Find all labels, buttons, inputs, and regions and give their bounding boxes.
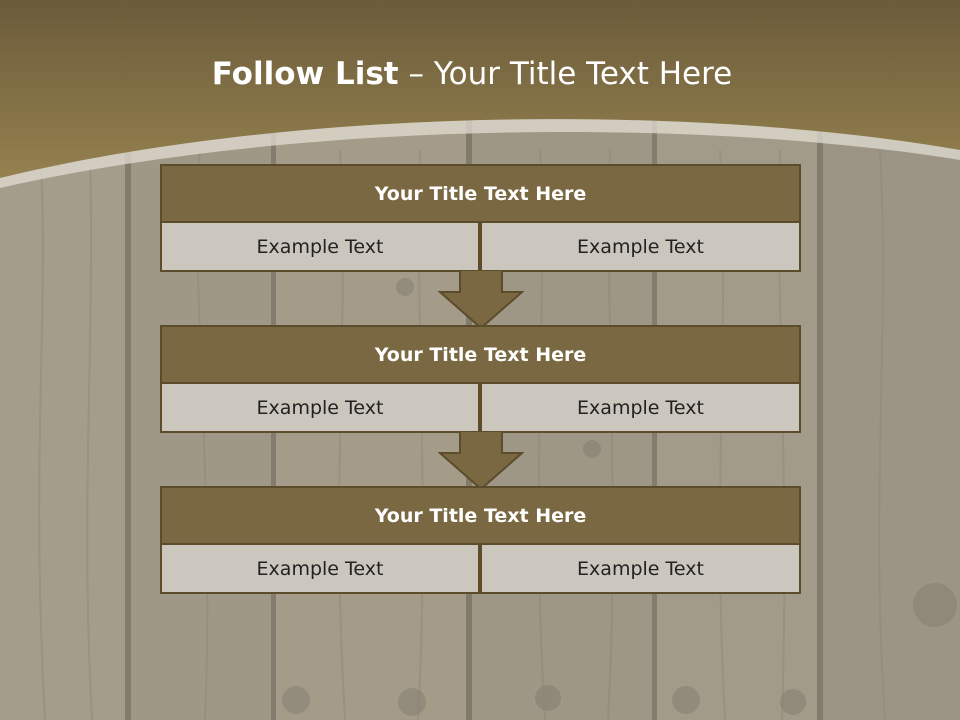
slide-title: Follow List – Your Title Text Here — [0, 52, 944, 96]
block-cell-right: Example Text — [480, 382, 801, 433]
list-block-2: Your Title Text Here Example Text Exampl… — [160, 325, 801, 433]
block-title: Your Title Text Here — [160, 164, 801, 223]
block-cell-right: Example Text — [480, 543, 801, 594]
slide-title-bold: Follow List — [211, 56, 399, 92]
block-cell-right: Example Text — [480, 221, 801, 272]
block-cell-left: Example Text — [160, 543, 480, 594]
list-block-3: Your Title Text Here Example Text Exampl… — [160, 486, 801, 594]
block-cell-left: Example Text — [160, 221, 480, 272]
block-cell-left: Example Text — [160, 382, 480, 433]
down-arrow-icon — [438, 431, 524, 491]
block-title: Your Title Text Here — [160, 325, 801, 384]
header-band — [0, 0, 960, 188]
down-arrow-icon — [438, 270, 524, 330]
slide-title-rest: – Your Title Text Here — [398, 56, 733, 92]
block-title: Your Title Text Here — [160, 486, 801, 545]
list-block-1: Your Title Text Here Example Text Exampl… — [160, 164, 801, 272]
